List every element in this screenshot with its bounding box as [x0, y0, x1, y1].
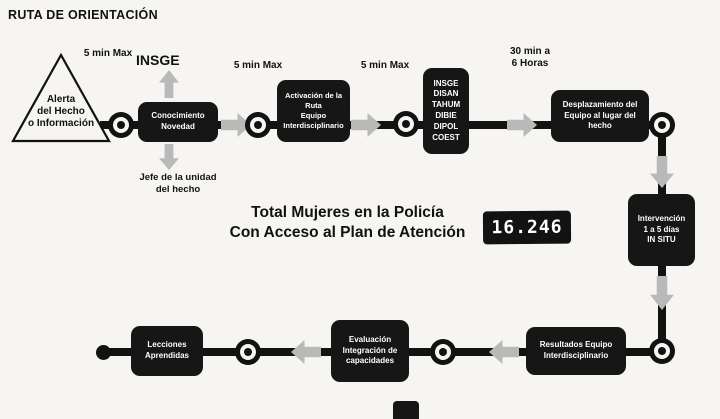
- arrow-down-icon: [159, 144, 179, 170]
- connector-node-icon: [649, 338, 675, 364]
- arrow-left-icon: [489, 340, 519, 364]
- connector-node-icon: [649, 112, 675, 138]
- alert-triangle-text: Alerta del Hecho o Información: [14, 94, 108, 130]
- timing-label-1: 5 min Max: [83, 48, 133, 59]
- timing-label-4: 30 min a 6 Horas: [509, 46, 551, 69]
- step-conocimiento: Conocimiento Novedad: [138, 102, 218, 142]
- arrow-up-icon: [159, 70, 179, 98]
- arrow-right-icon: [351, 113, 381, 137]
- step-activacion: Activación de la Ruta Equipo Interdiscip…: [277, 80, 350, 142]
- connector-node-icon: [235, 339, 261, 365]
- connector-node-icon: [393, 111, 419, 137]
- connector-node-icon: [245, 112, 271, 138]
- end-dot-icon: [96, 345, 111, 360]
- bottom-artifact-mark: [393, 401, 419, 419]
- arrow-down-icon: [650, 276, 674, 310]
- top-flow-line: [100, 121, 664, 129]
- alert-line1: Alerta: [46, 94, 76, 105]
- stat-value: 16.246: [482, 210, 572, 245]
- arrow-right-icon: [507, 113, 537, 137]
- step-lecciones: Lecciones Aprendidas: [131, 326, 203, 376]
- arrow-left-icon: [291, 340, 321, 364]
- alert-triangle-icon: [11, 52, 111, 143]
- insge-label: INSGE: [136, 52, 180, 68]
- alert-line2: del Hecho: [37, 106, 85, 117]
- arrow-down-icon: [650, 156, 674, 188]
- stat-label: Total Mujeres en la Policía Con Acceso a…: [229, 204, 466, 242]
- timing-label-3: 5 min Max: [360, 60, 410, 71]
- step-equipos: INSGE DISAN TAHUM DIBIE DIPOL COEST: [423, 68, 469, 154]
- connector-node-icon: [430, 339, 456, 365]
- jefe-label: Jefe de la unidad del hecho: [139, 172, 217, 195]
- step-desplazamiento: Desplazamiento del Equipo al lugar del h…: [551, 90, 649, 142]
- timing-label-2: 5 min Max: [233, 60, 283, 71]
- page-title: RUTA DE ORIENTACIÓN: [8, 8, 158, 22]
- step-resultados: Resultados Equipo Interdisciplinario: [526, 327, 626, 375]
- alert-line3: o Información: [27, 118, 95, 129]
- step-intervencion: Intervención 1 a 5 días IN SITU: [628, 194, 695, 266]
- connector-node-icon: [108, 112, 134, 138]
- step-evaluacion: Evaluación Integración de capacidades: [331, 320, 409, 382]
